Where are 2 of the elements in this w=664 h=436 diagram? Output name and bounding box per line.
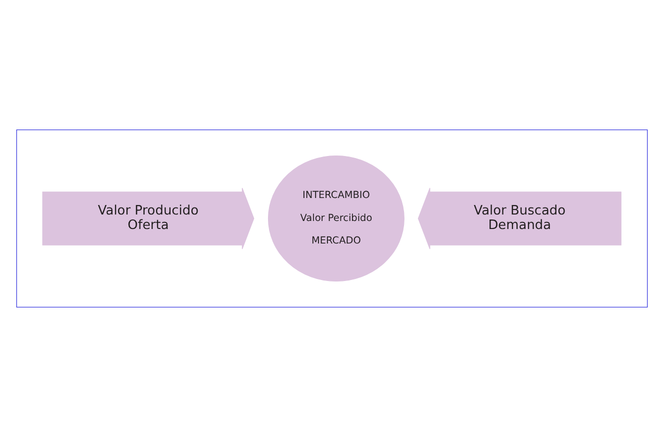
- node-circle: INTERCAMBIO Valor Percibido MERCADO: [268, 154, 404, 282]
- cluster: [16, 128, 648, 308]
